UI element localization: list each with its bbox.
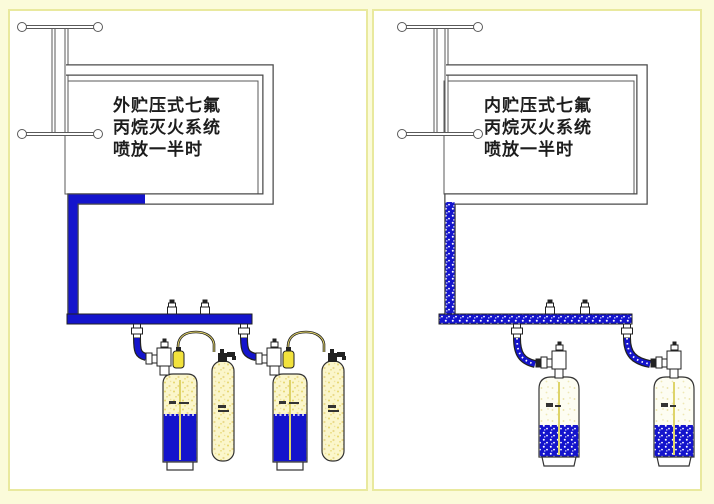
nozzle-icon (473, 22, 483, 32)
caption-line: 外贮压式七氟 (113, 96, 221, 115)
container-valve (650, 341, 682, 379)
agent-cylinder-label (661, 403, 676, 407)
discharge-hose (513, 337, 651, 368)
caption-line: 喷放一半时 (113, 140, 203, 159)
caption-external: 外贮压式七氟 丙烷灭火系统 喷放一半时 (65, 81, 258, 194)
relief-valve-fitting (167, 299, 210, 315)
nozzle-header (17, 22, 103, 139)
container-valve (145, 338, 172, 376)
agent-cylinder-label (546, 403, 561, 407)
liquid-agent-front (68, 194, 145, 314)
schematic-internal (397, 22, 695, 467)
container-valve (255, 338, 282, 376)
caption-line: 喷放一半时 (484, 140, 574, 159)
schematic-external (17, 22, 346, 471)
nozzle-icon (93, 22, 103, 32)
pneumatic-actuator (172, 347, 185, 369)
agent-cylinder-label (279, 401, 299, 404)
cylinder-base (276, 461, 304, 471)
driver-cylinder-label (328, 405, 339, 412)
cylinder-group (650, 341, 695, 467)
cylinder-group (145, 330, 236, 471)
manifold (438, 313, 633, 325)
cylinder-base (656, 456, 692, 467)
two-phase-riser (445, 202, 455, 314)
nozzle-header (397, 22, 483, 139)
caption-line: 丙烷灭火系统 (484, 118, 592, 137)
outlet-union (511, 323, 633, 339)
driver-cylinder-valve (218, 349, 236, 362)
caption-internal: 内贮压式七氟 丙烷灭火系统 喷放一半时 (444, 81, 634, 194)
outlet-union (131, 323, 250, 339)
nozzle-icon (17, 129, 27, 139)
pneumatic-actuator (282, 347, 295, 369)
caption-line: 丙烷灭火系统 (113, 118, 221, 137)
container-valve (535, 341, 567, 379)
cylinder-group (535, 341, 580, 467)
nozzle-icon (17, 22, 27, 32)
nozzle-icon (93, 129, 103, 139)
panel-internal-pressurized: 内贮压式七氟 丙烷灭火系统 喷放一半时 (372, 9, 702, 491)
driver-cylinder-valve (328, 349, 346, 362)
nozzle-icon (397, 129, 407, 139)
caption-line: 内贮压式七氟 (484, 96, 592, 115)
relief-valve-fitting (545, 299, 590, 315)
pipe-loop (66, 64, 274, 314)
cylinder-base (166, 461, 194, 471)
manifold (66, 313, 253, 325)
nozzle-icon (397, 22, 407, 32)
driver-cylinder-label (218, 405, 229, 412)
discharge-hose (133, 337, 257, 361)
cylinder-base (541, 456, 577, 467)
agent-cylinder-label (169, 401, 189, 404)
nozzle-icon (473, 129, 483, 139)
panel-external-pressurized: 外贮压式七氟 丙烷灭火系统 喷放一半时 (8, 9, 368, 491)
cylinder-group (255, 330, 346, 471)
